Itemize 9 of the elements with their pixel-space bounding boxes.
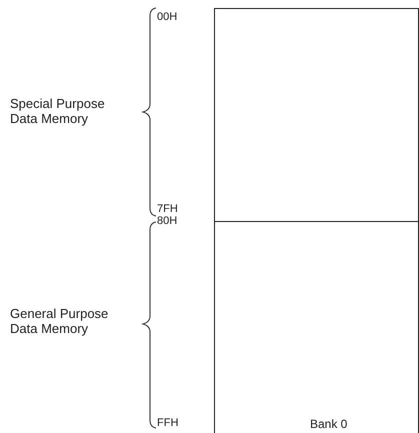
memory-bank-box (214, 221, 419, 433)
address-label: 7FH (157, 203, 178, 215)
address-label: 80H (157, 215, 178, 227)
region-label: Special Purpose Data Memory (10, 96, 106, 126)
region-label: General Purpose Data Memory (10, 306, 110, 336)
address-label: 00H (157, 11, 178, 23)
bank-label: Bank 0 (310, 417, 348, 431)
memory-region-box (214, 8, 419, 222)
address-label: FFH (157, 417, 178, 429)
